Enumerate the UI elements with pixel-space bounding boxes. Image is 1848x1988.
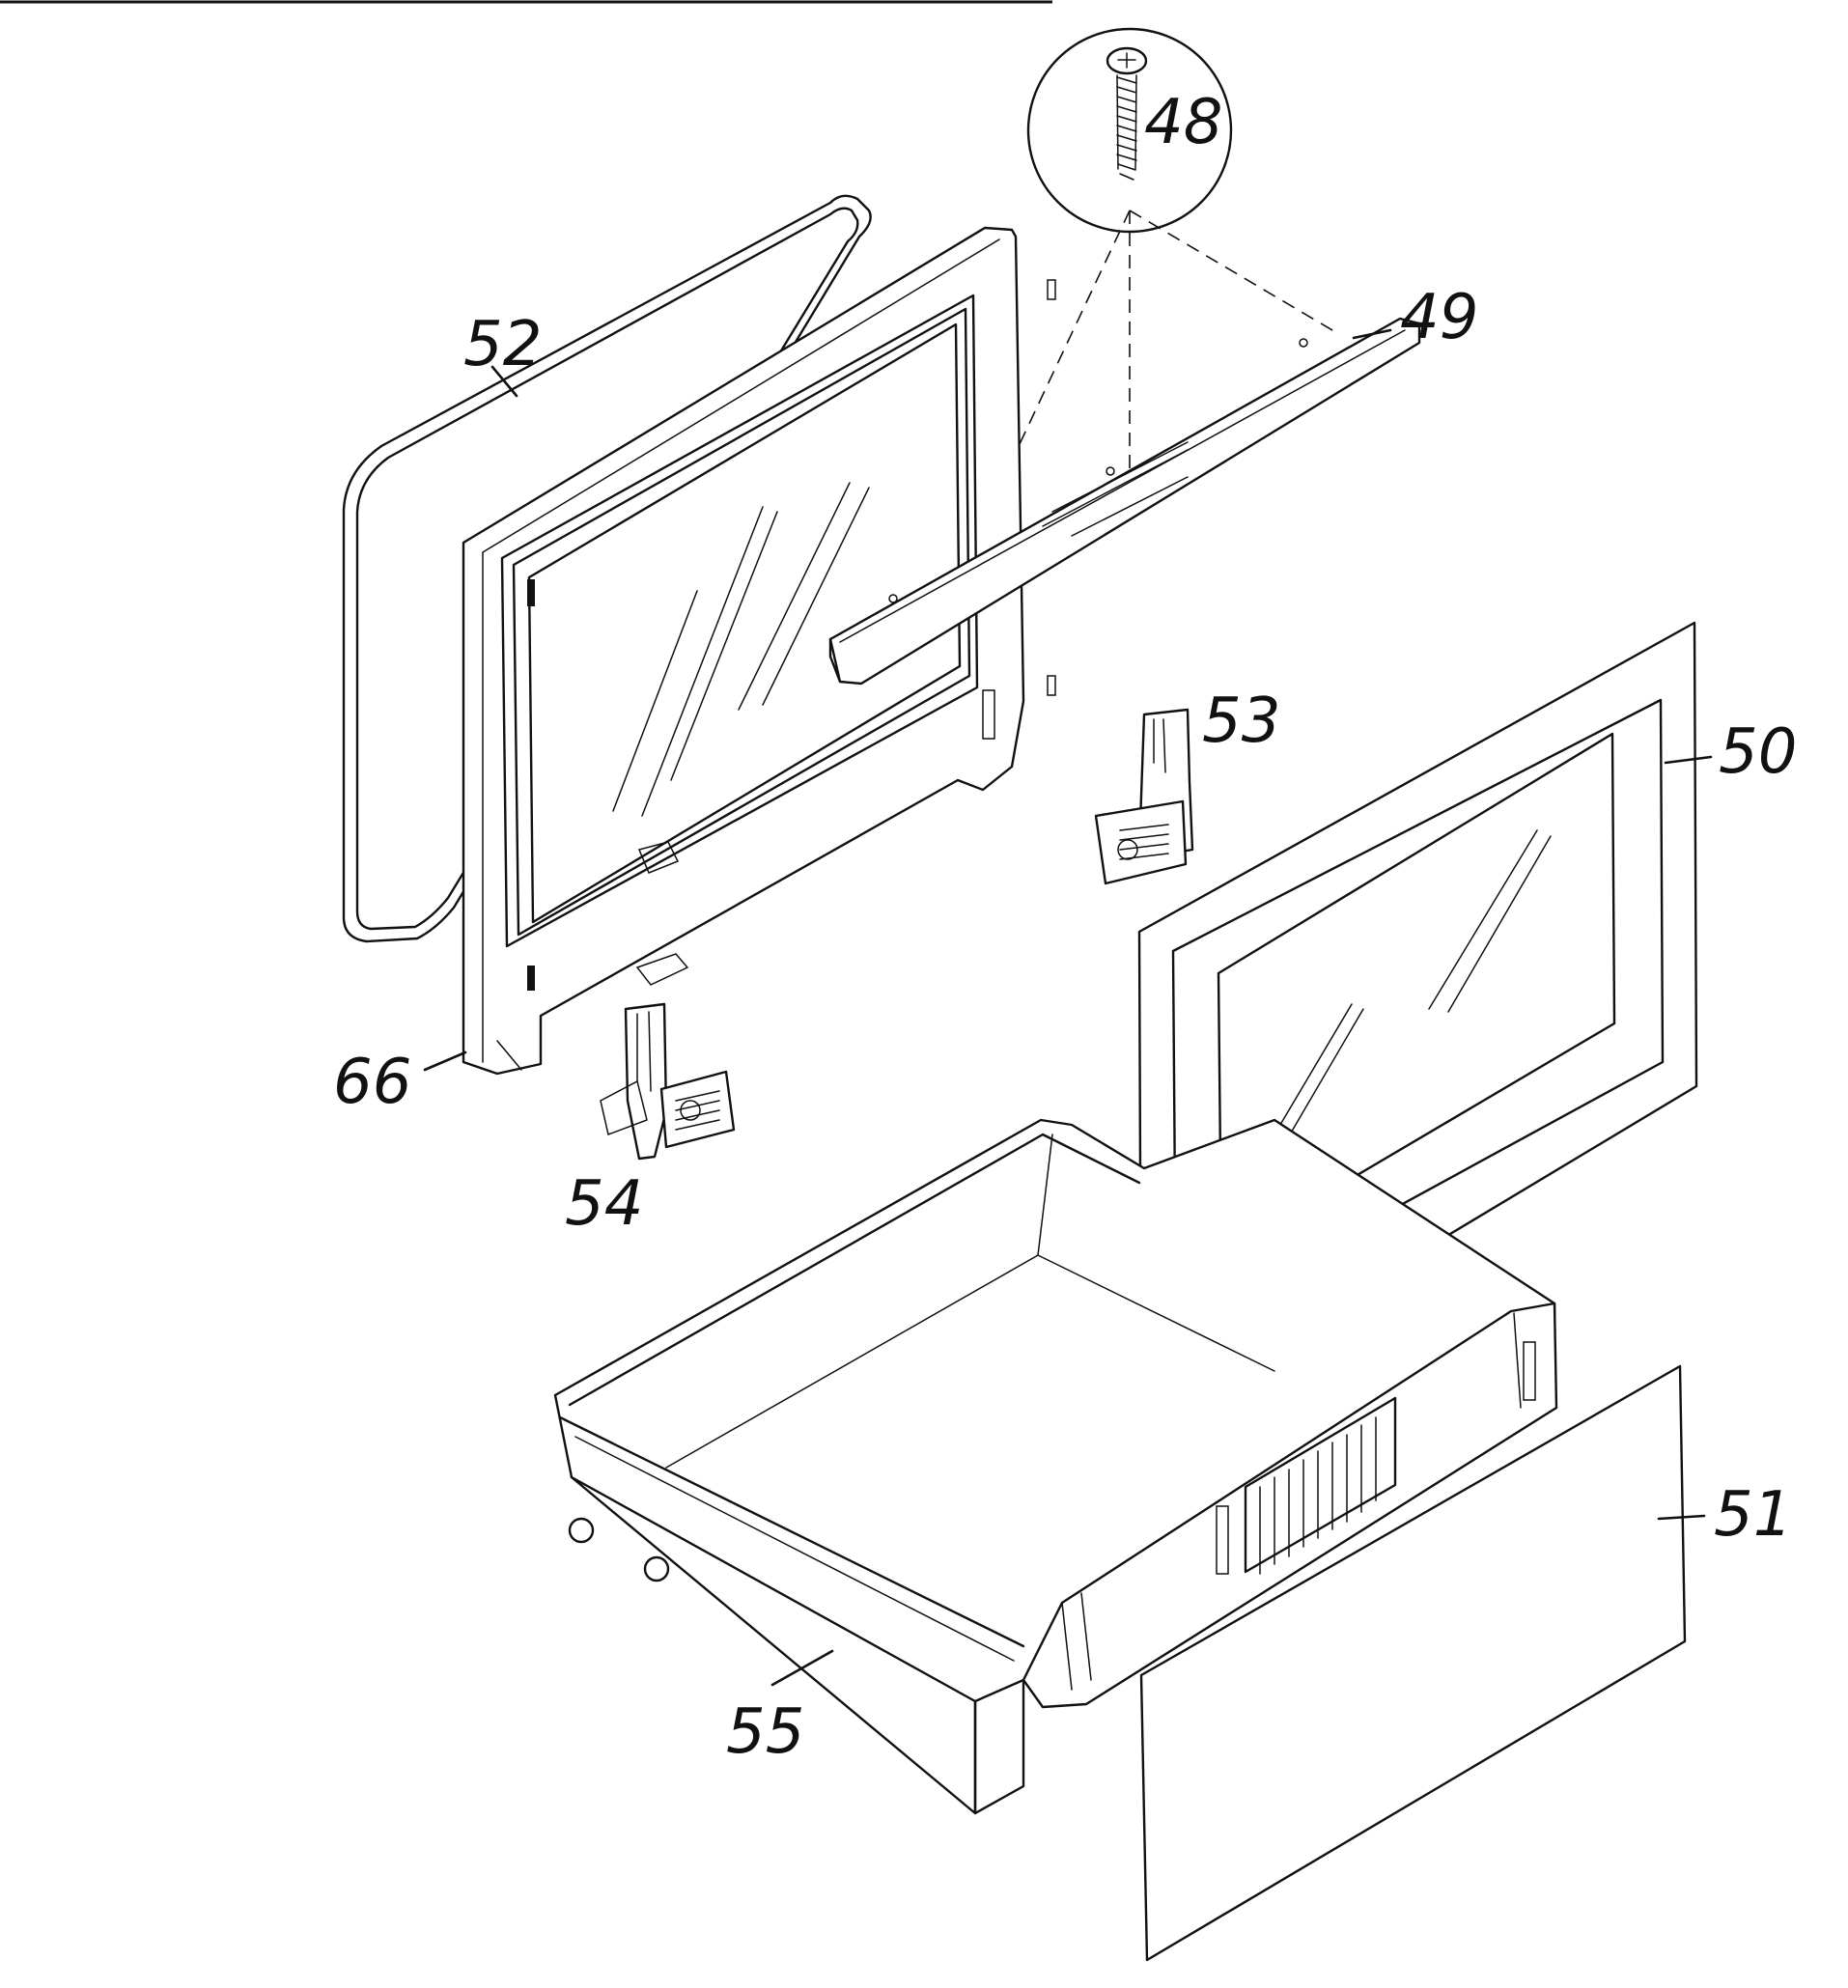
- label-49: 49: [1400, 282, 1478, 353]
- label-66: 66: [333, 1047, 411, 1118]
- inner-door-frame-66: [462, 226, 1056, 1076]
- label-54: 54: [565, 1168, 643, 1240]
- drawer-55: [553, 1118, 1556, 1815]
- label-55: 55: [726, 1696, 804, 1768]
- screw-detail-48: [1026, 27, 1233, 234]
- gasket-52: [342, 194, 872, 943]
- label-51: 51: [1714, 1479, 1792, 1551]
- drawer-handle-rail: [1022, 1302, 1558, 1709]
- drawer-front-panel-51: [1139, 1364, 1687, 1962]
- hinge-53: [1094, 708, 1194, 885]
- hinge-54: [600, 1002, 736, 1161]
- label-48: 48: [1144, 87, 1222, 158]
- label-53: 53: [1202, 686, 1280, 757]
- label-50: 50: [1719, 716, 1797, 788]
- top-rail-49: [828, 317, 1421, 686]
- label-52: 52: [463, 309, 542, 380]
- leader-lines: [423, 328, 1713, 1687]
